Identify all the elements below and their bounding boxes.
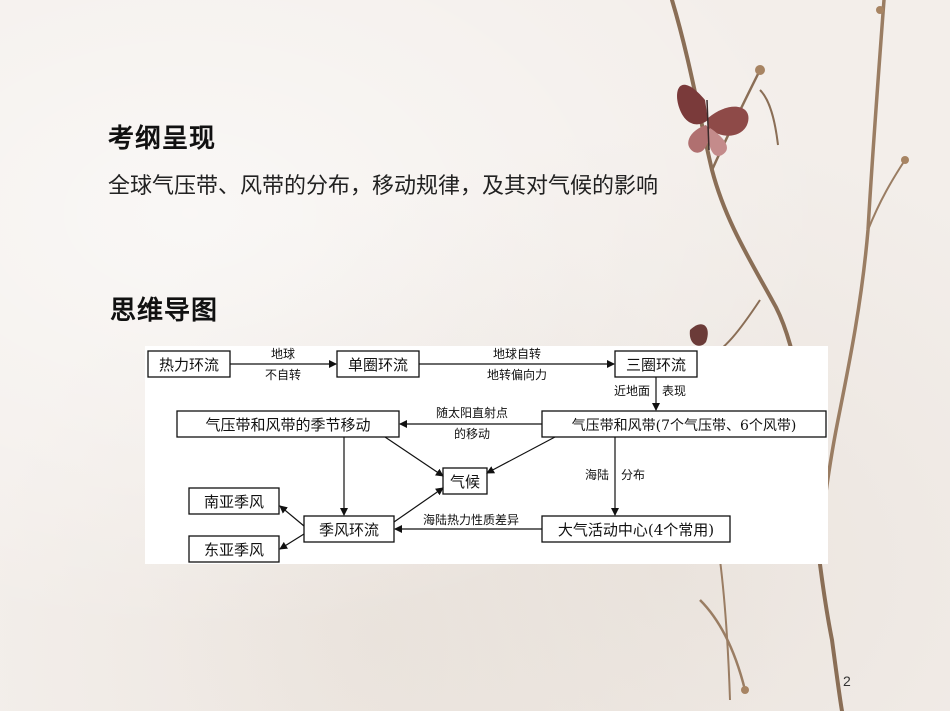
arrow-monsoon-south	[279, 505, 305, 527]
mind-map-diagram: 热力环流 单圈环流 三圈环流 气压带和风带的季节移动 气压带和风带(7个气压带、…	[145, 346, 828, 564]
node-seasonal: 气压带和风带的季节移动	[205, 416, 370, 434]
label-movement: 的移动	[454, 426, 490, 441]
arrow-monsoon-climate	[393, 487, 444, 523]
node-box-climate	[442, 467, 488, 495]
butterfly-icon	[677, 84, 749, 156]
syllabus-text: 全球气压带、风带的分布，移动规律，及其对气候的影响	[108, 174, 659, 199]
arrow-monsoon-east	[279, 533, 305, 550]
label-earth: 地球	[271, 347, 295, 361]
node-box-south-asian	[188, 487, 280, 515]
node-belts: 气压带和风带(7个气压带、6个风带)	[572, 418, 797, 434]
label-no-rotation: 不自转	[265, 367, 301, 382]
node-climate: 气候	[450, 473, 480, 491]
label-manifest: 表现	[662, 384, 686, 398]
node-thermal: 热力环流	[159, 356, 219, 374]
label-thermal-difference: 海陆热力性质差异	[423, 512, 519, 527]
syllabus-heading: 考纲呈现	[108, 124, 217, 154]
node-box-east-asian	[188, 535, 280, 563]
page-number: 2	[843, 673, 851, 689]
arrow-belts-climate	[486, 436, 556, 474]
mind-map-heading: 思维导图	[110, 296, 219, 326]
node-east-asian: 东亚季风	[204, 541, 264, 559]
label-land-sea: 海陆	[585, 467, 609, 482]
label-distribution: 分布	[621, 468, 645, 482]
node-action-centers: 大气活动中心(4个常用)	[558, 521, 714, 539]
node-three: 三圈环流	[626, 356, 686, 374]
label-coriolis: 地转偏向力	[487, 367, 547, 382]
node-south-asian: 南亚季风	[204, 493, 264, 511]
label-sun-point: 随太阳直射点	[436, 405, 508, 420]
node-single: 单圈环流	[348, 356, 408, 374]
label-near-surface: 近地面	[614, 384, 650, 398]
node-monsoon: 季风环流	[319, 521, 379, 539]
arrow-seasonal-climate	[384, 436, 444, 477]
label-earth-rotation: 地球自转	[493, 346, 541, 361]
